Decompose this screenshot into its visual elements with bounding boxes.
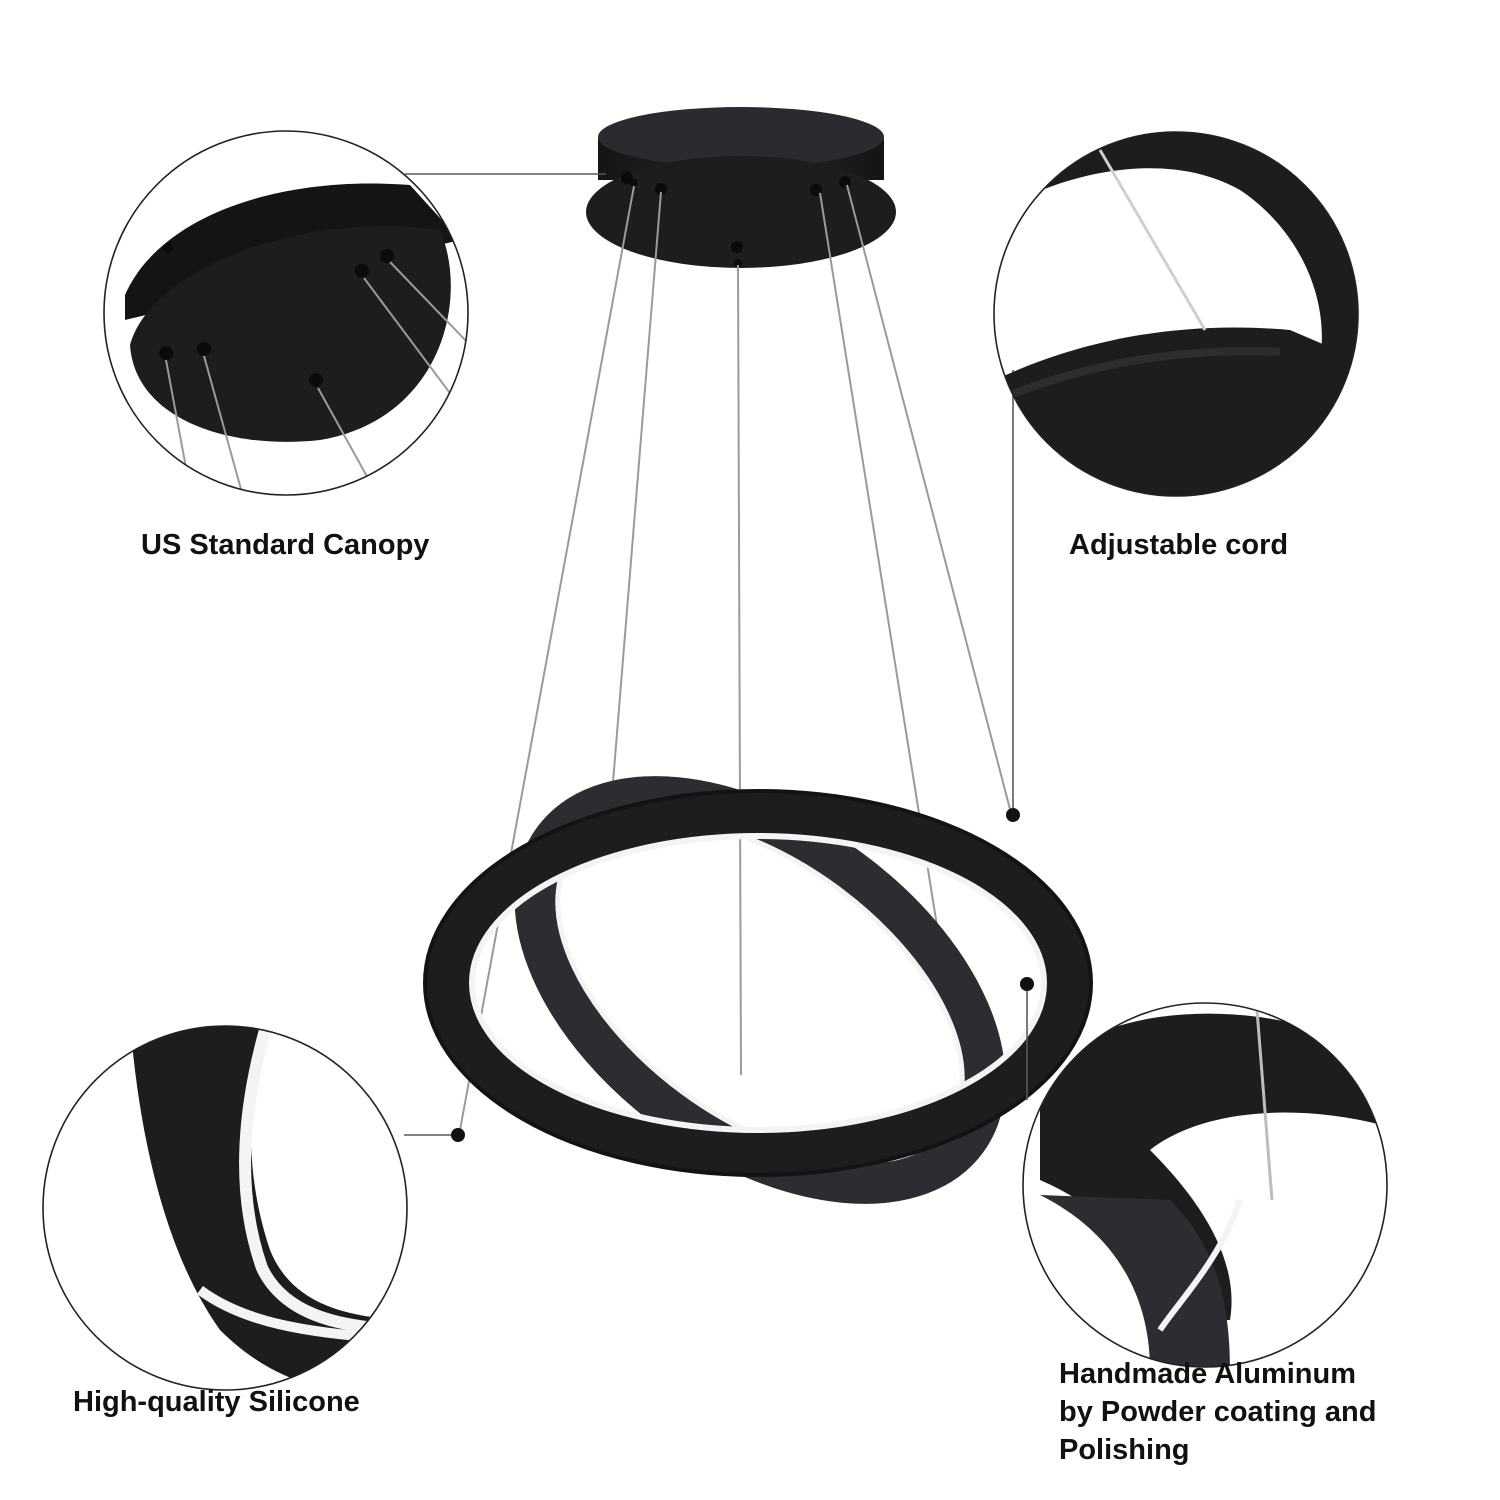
aluminum-caption-line: by Powder coating and [1059,1396,1377,1428]
callout-dots [451,808,1034,1142]
aluminum-caption-line: Handmade Aluminum [1059,1358,1357,1390]
callout-lines [404,173,1028,1136]
silicone-caption: High-quality Silicone [73,1386,360,1418]
ceiling-canopy [586,107,896,268]
detail-canopy-circle [103,130,469,496]
detail-silicone-circle [42,1025,408,1391]
cord-caption: Adjustable cord [1069,529,1289,561]
suspension-cables [459,184,1012,1131]
detail-cord-circle [993,131,1359,497]
pendant-rings [423,776,1093,1204]
aluminum-caption: Handmade Aluminum by Powder coating and … [1059,1355,1376,1469]
canopy-caption: US Standard Canopy [141,529,430,561]
detail-aluminum-circle [1022,1002,1388,1368]
aluminum-caption-line: Polishing [1059,1434,1190,1466]
